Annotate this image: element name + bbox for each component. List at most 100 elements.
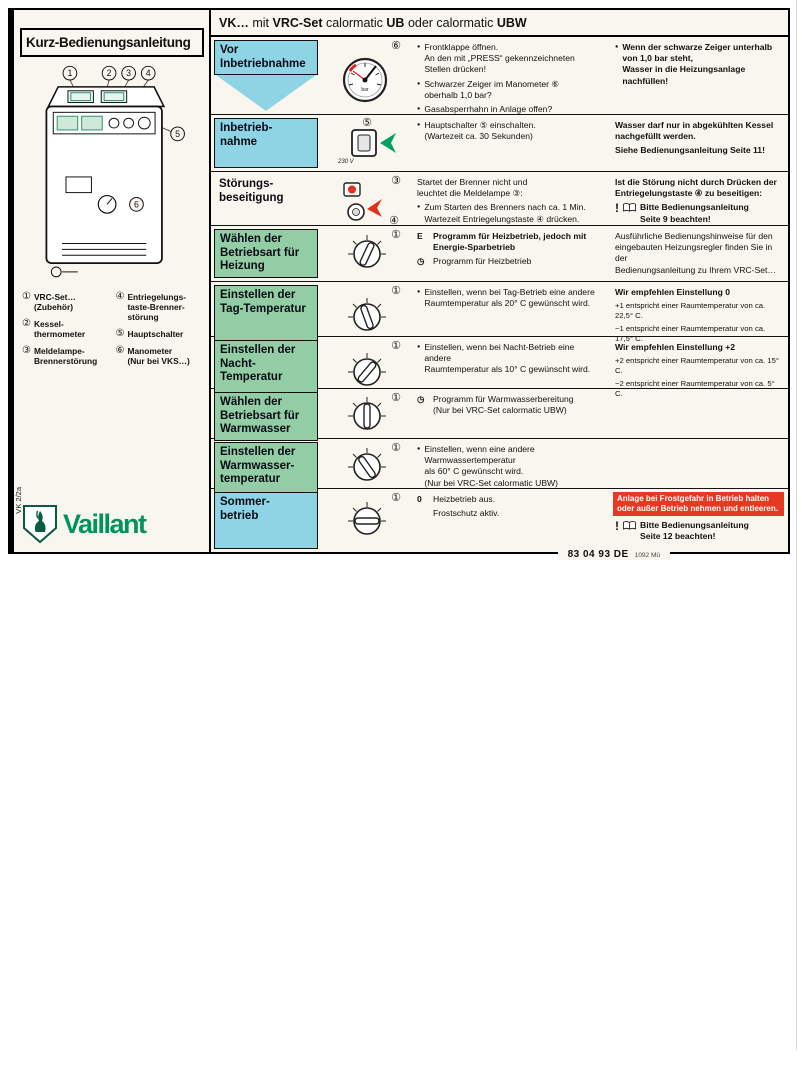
clock-symbol: ◷	[417, 394, 425, 404]
document-code: 83 04 93 DE 1092 Mü	[557, 549, 670, 560]
brand-wordmark: Vaillant	[63, 508, 147, 539]
row-note	[611, 439, 788, 496]
scan-edge-line	[796, 0, 797, 1050]
row-note: Ist die Störung nicht durch Drücken der …	[611, 172, 788, 232]
legend-number: ③	[22, 345, 31, 357]
manometer-icon: bar	[342, 57, 388, 102]
header-segment: UB	[386, 16, 408, 30]
instruction-text: Hauptschalter ⑤ einschalten. (Wartezeit …	[424, 120, 536, 142]
callout-number: ①	[391, 229, 401, 241]
row-instructions: Startet der Brenner nicht und leuchtet d…	[413, 172, 611, 232]
row-label: Vor Inbetriebnahme	[214, 40, 318, 76]
boiler-illustration: 1 2 3 4 5 6	[14, 61, 209, 292]
legend-number: ⑤	[115, 328, 125, 340]
note-text: Siehe Bedienungsanleitung Seite 11!	[615, 145, 765, 156]
vaillant-shield-icon	[23, 505, 57, 544]
svg-text:2: 2	[106, 68, 111, 78]
row-icon-cell: ①	[321, 439, 413, 496]
right-panel: VK… mit VRC-Set calormatic UB oder calor…	[211, 10, 788, 552]
callout-number: ⑥	[391, 40, 401, 52]
row-label-cell: Vor Inbetriebnahme	[211, 37, 321, 122]
legend-item: ② Kessel- thermometer	[22, 318, 112, 340]
note-text: Wenn der schwarze Zeiger unterhalb von 1…	[622, 42, 773, 86]
row-label: Wählen der Betriebsart für Warmwasser	[214, 392, 318, 441]
row-tag-temperatur: Einstellen der Tag-Temperatur	[211, 282, 788, 349]
note-text: Ausführliche Bedienungshinweise für den …	[615, 231, 776, 275]
legend-column-2: ④ Entriegelungs- taste-Brenner- störung …	[115, 291, 206, 373]
document-title: Kurz-Bedienungsanleitung	[20, 28, 204, 57]
row-instructions: Einstellen, wenn bei Nacht-Betrieb eine …	[413, 337, 611, 406]
exclamation-mark: !	[615, 201, 619, 216]
row-label: Einstellen der Warmwasser- temperatur	[214, 442, 318, 493]
manual-reference: ! Bitte Bedienungsanleitung Seite 9 beac…	[615, 202, 780, 224]
note-text: −1 entspricht einer Raumtemperatur von c…	[615, 324, 766, 344]
row-note: Anlage bei Frostgefahr in Betrieb halten…	[611, 489, 788, 552]
header-segment: calormatic	[325, 16, 387, 30]
note-text: Bitte Bedienungsanleitung Seite 12 beach…	[640, 520, 749, 542]
row-instructions: Hauptschalter ⑤ einschalten. (Wartezeit …	[413, 115, 611, 171]
instruction-text: Einstellen, wenn eine andere Warmwassert…	[424, 444, 559, 488]
row-icon-cell: ①	[321, 389, 413, 444]
row-instructions: Einstellen, wenn bei Tag-Betrieb eine an…	[413, 282, 611, 351]
row-note: Wenn der schwarze Zeiger unterhalb von 1…	[611, 37, 788, 122]
row-label: Störungs- beseitigung	[219, 178, 284, 204]
note-text: Bitte Bedienungsanleitung Seite 9 beacht…	[640, 202, 749, 224]
row-instructions: ◷ Programm für Warmwasserbereitung (Nur b…	[413, 389, 611, 444]
rotary-knob-icon	[348, 234, 386, 268]
row-icon-cell: 230 V ⑤	[321, 115, 413, 171]
book-icon	[623, 521, 636, 530]
frost-warning: Anlage bei Frostgefahr in Betrieb halten…	[613, 492, 784, 516]
legend-number: ②	[22, 318, 31, 330]
book-icon	[623, 203, 636, 213]
row-label-cell: Einstellen der Tag-Temperatur	[211, 282, 321, 351]
instruction-text: Gasabsperrhahn in Anlage offen?	[424, 103, 553, 114]
row-nacht-temperatur: Einstellen der Nacht- Temperatur	[211, 337, 788, 404]
row-note: Wasser darf nur in abgekühlten Kessel na…	[611, 115, 788, 171]
row-icon-cell: ①	[321, 282, 413, 351]
note-text: Wasser darf nur in abgekühlten Kessel na…	[615, 120, 774, 142]
row-label: Einstellen der Tag-Temperatur	[214, 285, 318, 349]
legend-item: ③ Meldelampe- Brennerstörung	[22, 345, 112, 367]
row-label-cell: Einstellen der Warmwasser- temperatur	[211, 439, 321, 496]
legend-text: Kessel- thermometer	[33, 319, 86, 340]
row-label-cell: Wählen der Betriebsart für Warmwasser	[211, 389, 321, 444]
row-instructions: Einstellen, wenn eine andere Warmwassert…	[413, 439, 611, 496]
row-icon-cell: bar ⑥	[321, 37, 413, 122]
svg-text:5: 5	[175, 129, 180, 139]
row-label: Wählen der Betriebsart für Heizung	[214, 229, 318, 278]
row-vor-inbetriebnahme: Vor Inbetriebnahme	[211, 37, 788, 115]
instruction-text: Einstellen, wenn bei Tag-Betrieb eine an…	[424, 287, 595, 309]
legend-item: ⑤ Hauptschalter	[115, 328, 206, 340]
legend-number: ④	[115, 291, 125, 302]
instruction-text: Programm für Warmwasserbereitung (Nur be…	[433, 394, 574, 416]
instruction-rows: Vor Inbetriebnahme	[211, 37, 788, 552]
legend-column-1: ① VRC-Set… (Zubehör) ② Kessel- thermomet…	[22, 291, 112, 373]
row-note: Wir empfehlen Einstellung 0 +1 entsprich…	[611, 282, 788, 351]
instruction-text: Programm für Heizbetrieb	[433, 256, 532, 267]
rotary-knob-icon	[348, 501, 386, 535]
svg-text:bar: bar	[361, 87, 369, 93]
note-text: Wir empfehlen Einstellung 0	[615, 287, 731, 297]
legend-text: VRC-Set… (Zubehör)	[33, 292, 76, 313]
legend-number: ①	[22, 291, 31, 302]
legend-text: Entriegelungs- taste-Brenner- störung	[127, 292, 187, 323]
program-symbol: E	[417, 231, 423, 241]
clock-symbol: ◷	[417, 256, 425, 267]
instruction-text: Programm für Heizbetrieb, jedoch mit Ene…	[433, 231, 587, 253]
rotary-knob-icon	[348, 352, 386, 386]
row-note: Wir empfehlen Einstellung +2 +2 entspric…	[611, 337, 788, 406]
legend-item: ① VRC-Set… (Zubehör)	[22, 291, 112, 313]
fault-lamp-reset-icon	[343, 182, 382, 221]
row-stoerungsbeseitigung: Störungs- beseitigung ③ ④	[211, 172, 788, 226]
rotary-knob-icon	[348, 297, 386, 331]
note-text: Ist die Störung nicht durch Drücken der …	[615, 177, 777, 199]
row-icon-cell: ①	[321, 489, 413, 552]
row-note	[611, 389, 788, 444]
callout-number: ①	[391, 340, 401, 352]
instruction-text: Schwarzer Zeiger im Manometer ⑥ oberhalb…	[424, 78, 560, 100]
boiler-drawing-icon: 1 2 3 4 5 6	[45, 65, 185, 278]
header-segment: UBW	[496, 16, 527, 30]
print-code: 83 04 93 DE	[567, 549, 629, 560]
